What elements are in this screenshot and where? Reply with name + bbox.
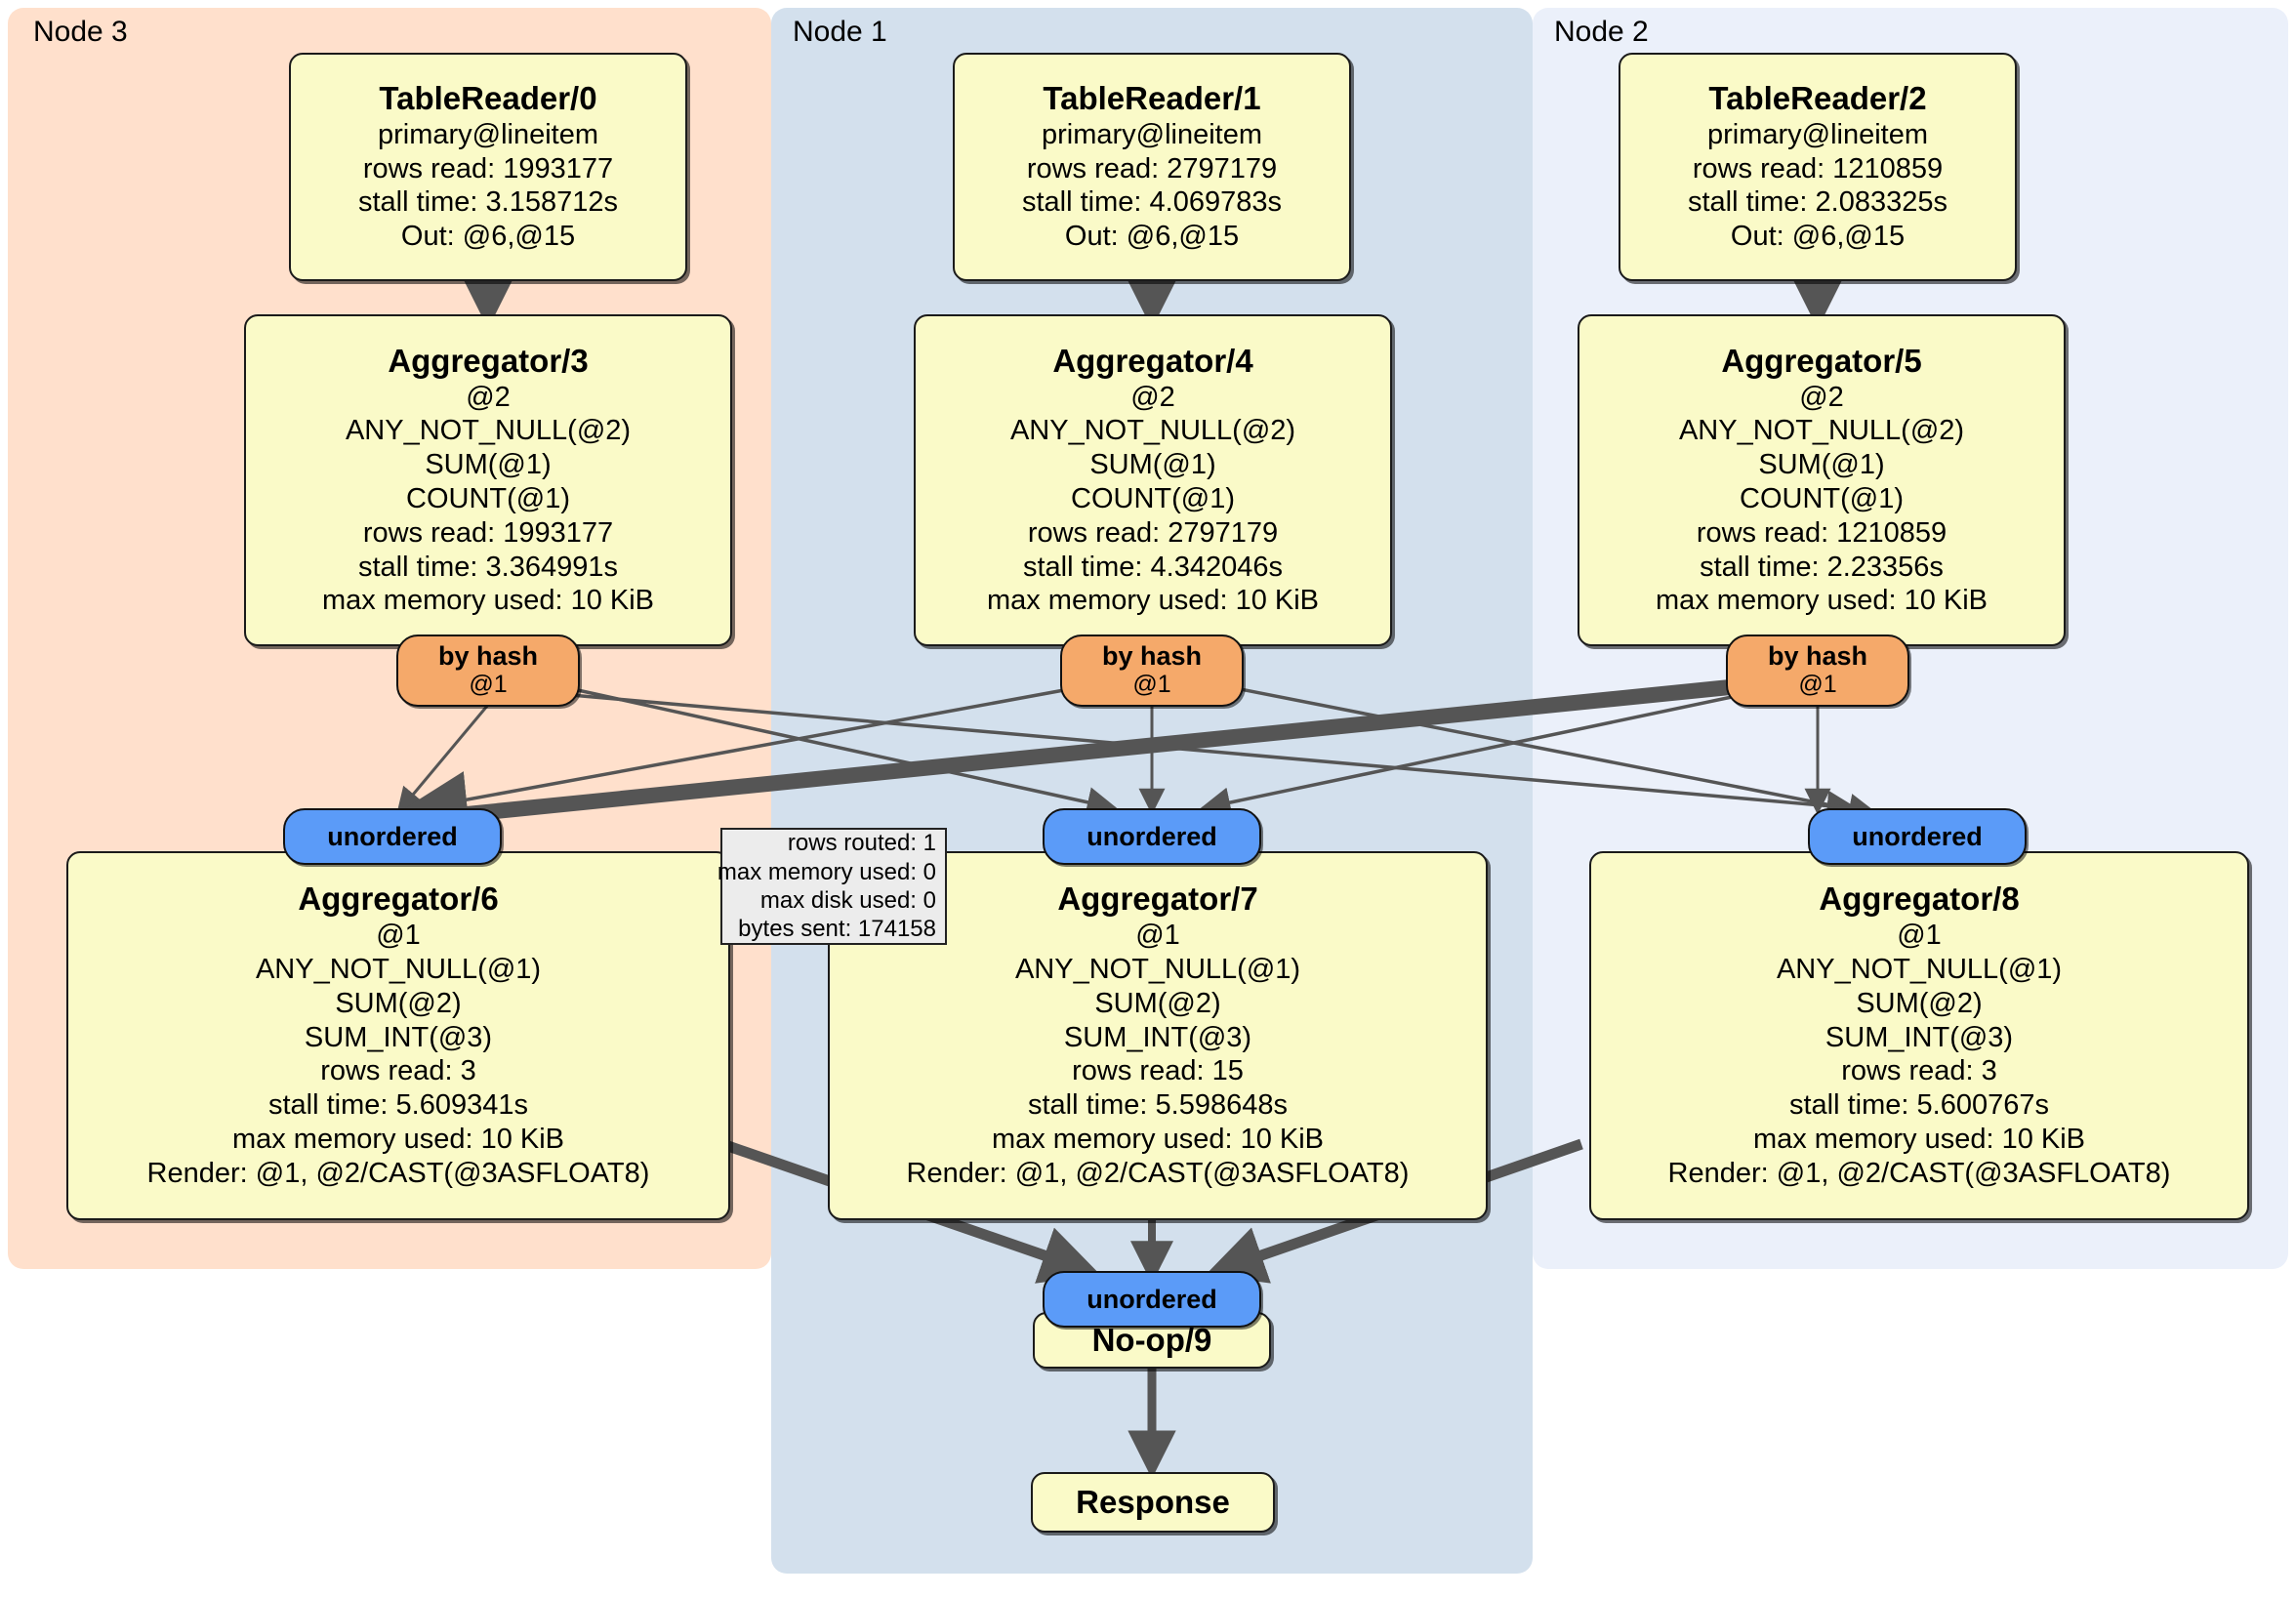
node-detail-line: stall time: 5.600767s bbox=[1789, 1089, 2049, 1122]
stats-line: max disk used: 0 bbox=[759, 887, 936, 914]
operator-node-aggregator-5[interactable]: Aggregator/5 @2 ANY_NOT_NULL(@2) SUM(@1)… bbox=[1578, 314, 2066, 646]
operator-node-aggregator-4[interactable]: Aggregator/4 @2 ANY_NOT_NULL(@2) SUM(@1)… bbox=[914, 314, 1392, 646]
node-detail-line: rows read: 15 bbox=[1072, 1055, 1244, 1087]
node-detail-line: SUM(@1) bbox=[1089, 449, 1216, 481]
node-detail-line: @1 bbox=[1897, 920, 1942, 952]
operator-node-tablereader-0[interactable]: TableReader/0 primary@lineitem rows read… bbox=[289, 53, 687, 281]
router-label: by hash bbox=[1767, 641, 1868, 672]
node-title: Aggregator/8 bbox=[1819, 880, 2020, 918]
receiver-unordered-1[interactable]: unordered bbox=[1043, 808, 1261, 865]
node-title: Aggregator/4 bbox=[1052, 342, 1253, 379]
node-detail-line: SUM(@2) bbox=[1094, 987, 1221, 1019]
node-detail-line: Render: @1, @2/CAST(@3ASFLOAT8) bbox=[146, 1157, 650, 1189]
node-detail-line: @1 bbox=[1135, 920, 1180, 952]
node-detail-line: ANY_NOT_NULL(@2) bbox=[345, 415, 632, 447]
cluster-label-node1: Node 1 bbox=[793, 16, 887, 48]
operator-node-aggregator-3[interactable]: Aggregator/3 @2 ANY_NOT_NULL(@2) SUM(@1)… bbox=[244, 314, 732, 646]
router-by-hash-2[interactable]: by hash @1 bbox=[1726, 635, 1909, 707]
cluster-label-node2: Node 2 bbox=[1554, 16, 1649, 48]
node-detail-line: SUM(@2) bbox=[1856, 987, 1983, 1019]
node-detail-line: @2 bbox=[466, 381, 511, 413]
node-title: TableReader/1 bbox=[1043, 79, 1261, 116]
node-detail-line: Out: @6,@15 bbox=[1064, 221, 1240, 253]
node-detail-line: rows read: 2797179 bbox=[1027, 516, 1279, 549]
node-detail-line: stall time: 5.609341s bbox=[268, 1089, 528, 1122]
node-title: Aggregator/6 bbox=[298, 880, 499, 918]
node-detail-line: @2 bbox=[1130, 381, 1175, 413]
node-detail-line: primary@lineitem bbox=[1041, 118, 1263, 150]
node-detail-line: SUM_INT(@3) bbox=[304, 1021, 493, 1053]
node-title: Response bbox=[1076, 1483, 1230, 1520]
node-detail-line: max memory used: 10 KiB bbox=[1655, 585, 1988, 617]
node-title: TableReader/2 bbox=[1708, 79, 1927, 116]
node-detail-line: COUNT(@1) bbox=[1740, 483, 1904, 515]
node-detail-line: max memory used: 10 KiB bbox=[1752, 1124, 2086, 1156]
node-title: TableReader/0 bbox=[379, 79, 597, 116]
operator-node-aggregator-8[interactable]: Aggregator/8 @1 ANY_NOT_NULL(@1) SUM(@2)… bbox=[1589, 851, 2249, 1220]
node-detail-line: max memory used: 10 KiB bbox=[231, 1124, 565, 1156]
operator-node-aggregator-7[interactable]: Aggregator/7 @1 ANY_NOT_NULL(@1) SUM(@2)… bbox=[828, 851, 1488, 1220]
node-detail-line: SUM(@1) bbox=[425, 449, 552, 481]
edge-stats-tooltip: rows routed: 1 max memory used: 0 max di… bbox=[717, 828, 947, 945]
node-detail-line: rows read: 1210859 bbox=[1696, 516, 1948, 549]
node-detail-line: @2 bbox=[1799, 381, 1844, 413]
node-detail-line: stall time: 3.158712s bbox=[358, 186, 618, 219]
node-title: Aggregator/7 bbox=[1057, 880, 1258, 918]
node-detail-line: max memory used: 10 KiB bbox=[986, 585, 1320, 617]
node-detail-line: ANY_NOT_NULL(@2) bbox=[1678, 415, 1965, 447]
node-detail-line: rows read: 3 bbox=[320, 1055, 476, 1087]
node-detail-line: SUM(@2) bbox=[335, 987, 462, 1019]
cluster-label-node3: Node 3 bbox=[33, 16, 128, 48]
node-detail-line: primary@lineitem bbox=[377, 118, 599, 150]
operator-node-tablereader-2[interactable]: TableReader/2 primary@lineitem rows read… bbox=[1619, 53, 2017, 281]
stats-line: max memory used: 0 bbox=[717, 858, 936, 885]
node-detail-line: ANY_NOT_NULL(@1) bbox=[1014, 954, 1301, 986]
node-title: Aggregator/5 bbox=[1721, 342, 1922, 379]
node-detail-line: stall time: 2.083325s bbox=[1688, 186, 1948, 219]
stats-line: rows routed: 1 bbox=[787, 830, 936, 857]
router-label: by hash bbox=[1101, 641, 1203, 672]
router-column: @1 bbox=[1798, 671, 1837, 699]
router-column: @1 bbox=[1132, 671, 1171, 699]
node-detail-line: Render: @1, @2/CAST(@3ASFLOAT8) bbox=[906, 1157, 1410, 1189]
node-detail-line: Out: @6,@15 bbox=[400, 221, 576, 253]
node-detail-line: max memory used: 10 KiB bbox=[321, 585, 655, 617]
node-detail-line: stall time: 4.069783s bbox=[1022, 186, 1282, 219]
router-by-hash-1[interactable]: by hash @1 bbox=[1060, 635, 1244, 707]
node-detail-line: stall time: 5.598648s bbox=[1028, 1089, 1288, 1122]
stats-line: bytes sent: 174158 bbox=[738, 916, 936, 943]
router-column: @1 bbox=[469, 671, 508, 699]
router-label: by hash bbox=[437, 641, 539, 672]
node-detail-line: primary@lineitem bbox=[1706, 118, 1929, 150]
node-detail-line: SUM_INT(@3) bbox=[1063, 1021, 1252, 1053]
node-detail-line: max memory used: 10 KiB bbox=[991, 1124, 1325, 1156]
node-detail-line: rows read: 1210859 bbox=[1692, 152, 1944, 184]
node-detail-line: SUM(@1) bbox=[1758, 449, 1885, 481]
operator-node-response[interactable]: Response bbox=[1031, 1472, 1275, 1533]
node-detail-line: rows read: 1993177 bbox=[362, 516, 614, 549]
node-detail-line: COUNT(@1) bbox=[406, 483, 570, 515]
node-detail-line: ANY_NOT_NULL(@1) bbox=[1776, 954, 2063, 986]
node-detail-line: stall time: 2.23356s bbox=[1700, 551, 1944, 583]
receiver-unordered-final[interactable]: unordered bbox=[1043, 1271, 1261, 1328]
node-detail-line: Out: @6,@15 bbox=[1730, 221, 1906, 253]
receiver-unordered-2[interactable]: unordered bbox=[1808, 808, 2027, 865]
operator-node-tablereader-1[interactable]: TableReader/1 primary@lineitem rows read… bbox=[953, 53, 1351, 281]
router-by-hash-0[interactable]: by hash @1 bbox=[396, 635, 580, 707]
node-detail-line: @1 bbox=[376, 920, 421, 952]
node-title: Aggregator/3 bbox=[388, 342, 589, 379]
node-detail-line: stall time: 4.342046s bbox=[1023, 551, 1283, 583]
node-detail-line: rows read: 1993177 bbox=[362, 152, 614, 184]
node-detail-line: rows read: 2797179 bbox=[1026, 152, 1278, 184]
node-detail-line: ANY_NOT_NULL(@1) bbox=[255, 954, 542, 986]
node-detail-line: stall time: 3.364991s bbox=[358, 551, 618, 583]
operator-node-aggregator-6[interactable]: Aggregator/6 @1 ANY_NOT_NULL(@1) SUM(@2)… bbox=[66, 851, 730, 1220]
node-detail-line: SUM_INT(@3) bbox=[1824, 1021, 2014, 1053]
receiver-unordered-0[interactable]: unordered bbox=[283, 808, 502, 865]
node-detail-line: COUNT(@1) bbox=[1071, 483, 1235, 515]
node-detail-line: Render: @1, @2/CAST(@3ASFLOAT8) bbox=[1667, 1157, 2171, 1189]
node-detail-line: ANY_NOT_NULL(@2) bbox=[1009, 415, 1296, 447]
node-detail-line: rows read: 3 bbox=[1841, 1055, 1997, 1087]
